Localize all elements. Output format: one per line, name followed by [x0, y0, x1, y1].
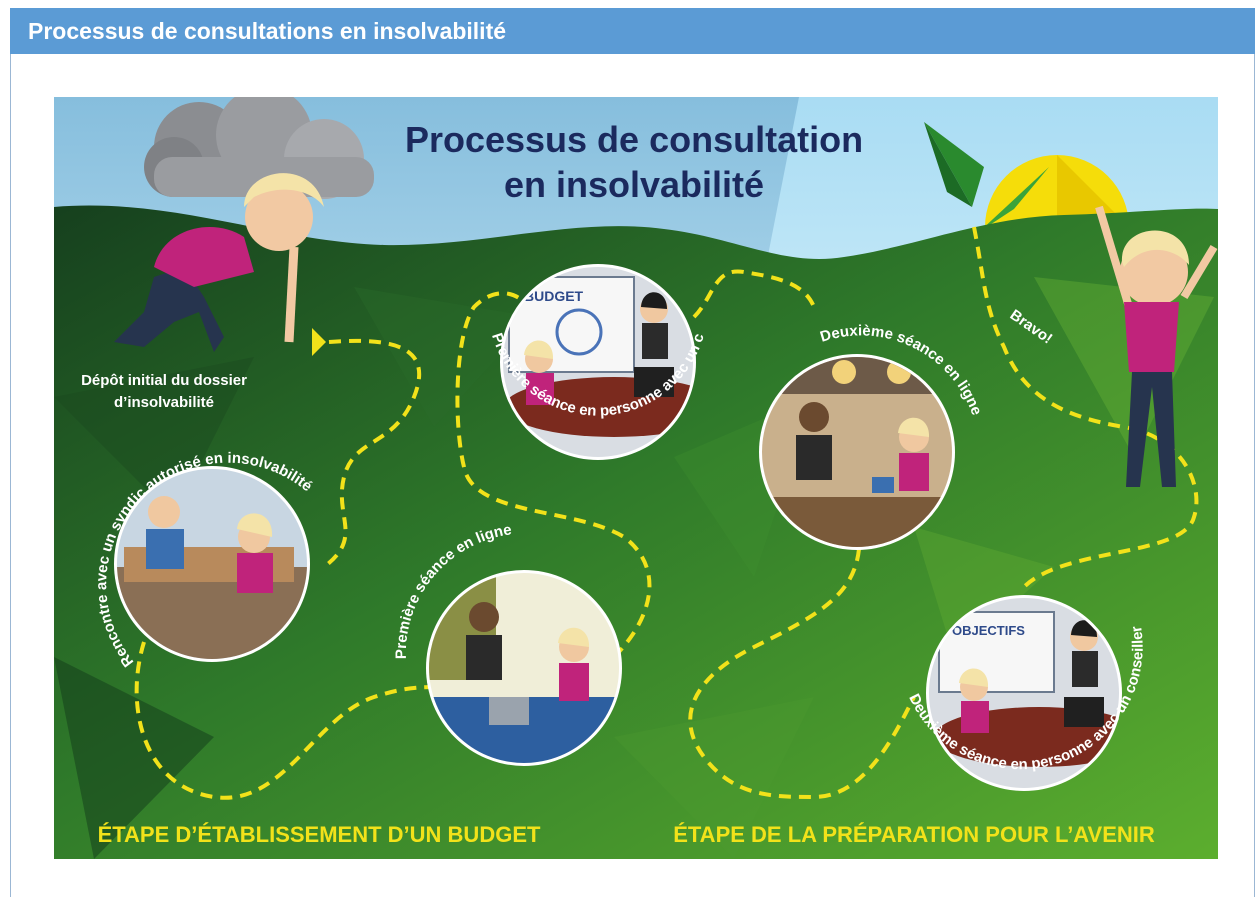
step-circle-first-online	[426, 570, 622, 766]
start-arrow-icon	[312, 328, 326, 356]
step-circle-second-in-person: OBJECTIFS	[926, 595, 1122, 791]
budget-board-label: BUDGET	[524, 288, 584, 304]
process-path	[134, 226, 1199, 800]
leaf-icon	[924, 122, 984, 207]
step-circle-syndic-meeting	[114, 466, 310, 662]
infographic: Processus de consultation en insolvabili…	[54, 97, 1218, 859]
objectives-board-label: OBJECTIFS	[952, 623, 1025, 638]
tired-woman-illustration	[114, 173, 324, 352]
stage-label-future: ÉTAPE DE LA PRÉPARATION POUR L’AVENIR	[673, 822, 1155, 847]
section-title: Processus de consultations en insolvabil…	[28, 18, 507, 44]
stage-label-budget: ÉTAPE D’ÉTABLISSEMENT D’UN BUDGET	[98, 822, 541, 847]
step-circle-budget-session: BUDGET	[500, 264, 696, 460]
start-label-line2: d’insolvabilité	[114, 394, 214, 411]
infographic-title: Processus de consultation	[405, 119, 863, 160]
page-frame	[10, 8, 1255, 897]
section-header: Processus de consultations en insolvabil…	[10, 8, 1255, 54]
start-label: Dépôt initial du dossier	[81, 372, 247, 389]
happy-woman-illustration	[1095, 205, 1218, 487]
infographic-title-line2: en insolvabilité	[504, 164, 764, 205]
